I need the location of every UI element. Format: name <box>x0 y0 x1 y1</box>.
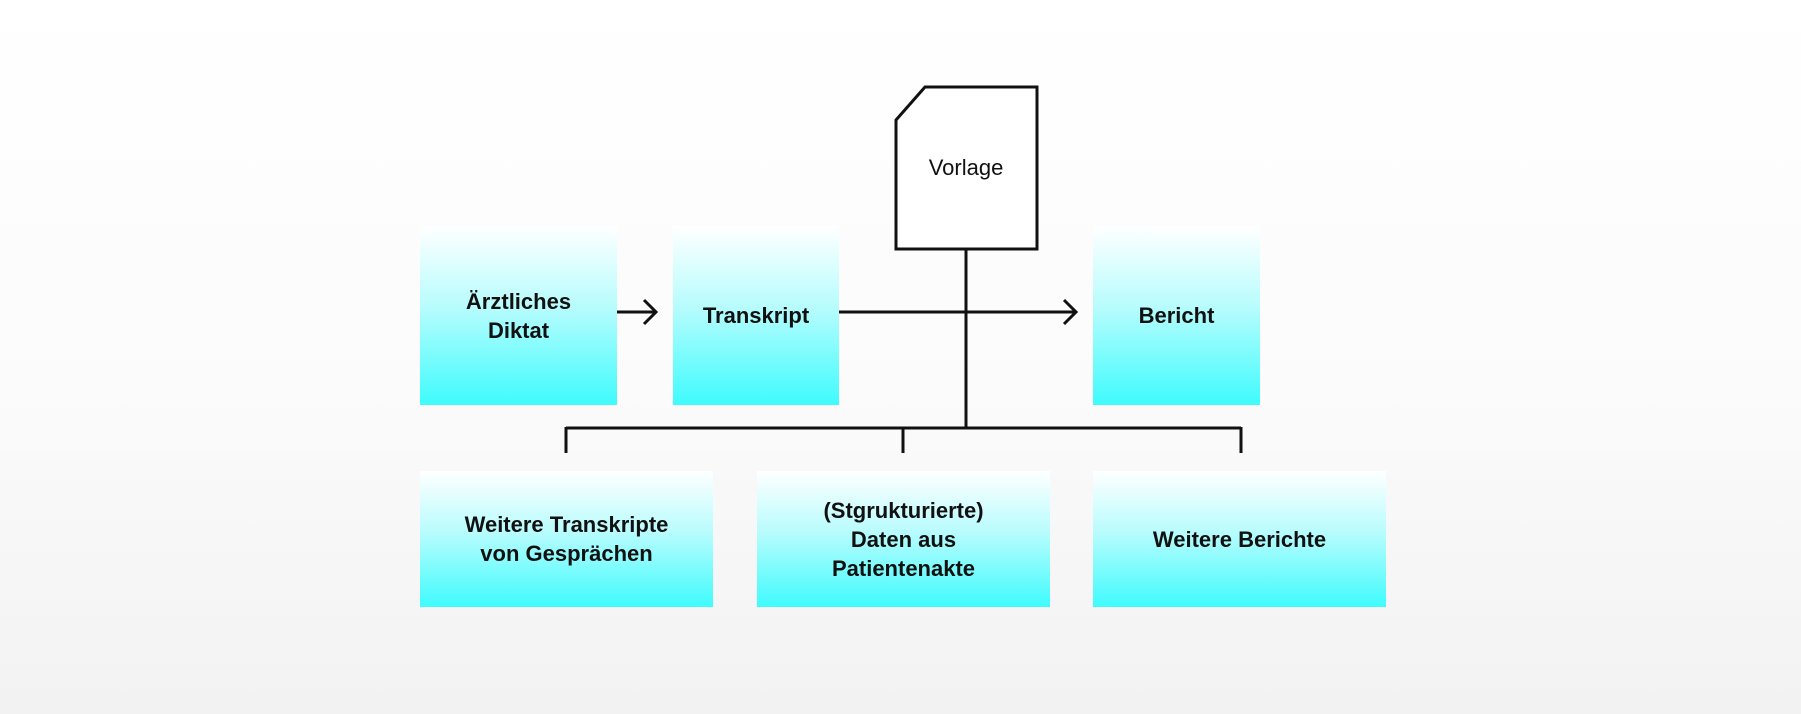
node-aerztliches-diktat: Ärztliches Diktat <box>420 226 617 405</box>
node-bericht-label: Bericht <box>1138 303 1215 328</box>
vorlage-document-shape <box>894 85 1039 251</box>
node-bericht: Bericht <box>1093 226 1260 405</box>
node-patientenakte: (Stgrukturierte) Daten aus Patientenakte <box>757 471 1050 607</box>
node-weitere-transkripte: Weitere Transkripte von Gesprächen <box>420 471 713 607</box>
node-transkript: Transkript <box>673 226 839 405</box>
node-vorlage-label: Vorlage <box>928 155 1004 180</box>
arrowhead-transkript-bericht <box>1062 298 1079 326</box>
node-weitere-berichte-label: Weitere Berichte <box>1152 526 1327 552</box>
node-transkript-label: Transkript <box>702 303 810 328</box>
node-weitere-berichte: Weitere Berichte <box>1093 471 1386 607</box>
node-aerztliches-diktat-label: Ärztliches Diktat <box>465 288 572 343</box>
arrowhead-diktat-transkript <box>642 298 659 326</box>
node-patientenakte-label: (Stgrukturierte) Daten aus Patientenakte <box>823 497 984 581</box>
node-weitere-transkripte-label: Weitere Transkripte von Gesprächen <box>464 512 669 566</box>
